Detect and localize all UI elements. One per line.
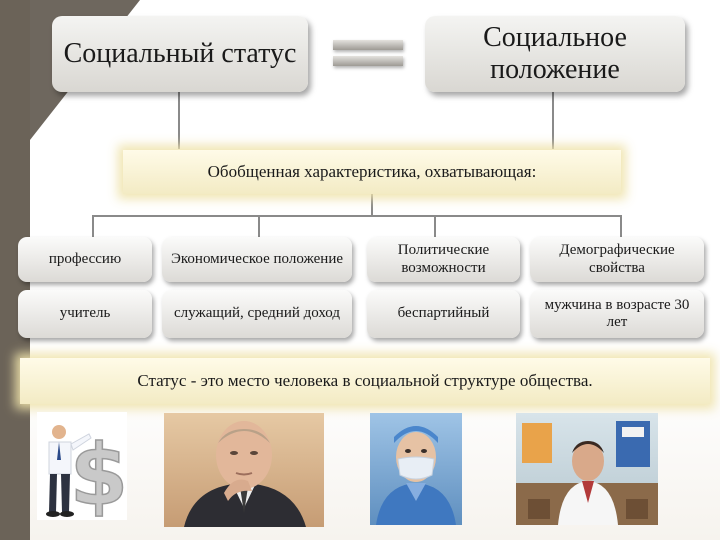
cell-nonpartisan: беспартийный <box>367 290 520 338</box>
cell-demographic-text: Демографические свойства <box>536 242 698 277</box>
cell-man-30: мужчина в возрасте 30 лет <box>530 290 704 338</box>
cell-economic: Экономическое положение <box>162 237 352 282</box>
cell-employee: служащий, средний доход <box>162 290 352 338</box>
cell-demographic: Демографические свойства <box>530 237 704 282</box>
photo-man-portrait <box>164 413 324 527</box>
doctor-image <box>370 413 462 525</box>
cell-political: Политические возможности <box>367 237 520 282</box>
connector-horizontal <box>92 215 622 217</box>
classroom-image <box>516 413 658 525</box>
connector-left <box>178 92 180 149</box>
cell-teacher: учитель <box>18 290 152 338</box>
social-position-label: Социальное положение <box>425 22 685 86</box>
connector-col2 <box>258 215 260 237</box>
cell-profession: профессию <box>18 237 152 282</box>
social-status-label: Социальный статус <box>64 38 297 70</box>
equals-sign <box>333 38 403 68</box>
photo-man-classroom <box>516 413 658 525</box>
definition-banner: Статус - это место человека в социальной… <box>20 358 710 404</box>
connector-col1 <box>92 215 94 237</box>
cell-man-30-text: мужчина в возрасте 30 лет <box>536 297 698 332</box>
cell-profession-text: профессию <box>49 251 121 268</box>
social-position-box: Социальное положение <box>425 16 685 92</box>
man-portrait-image <box>164 413 324 527</box>
photo-businessman: $ <box>37 412 127 520</box>
cell-economic-text: Экономическое положение <box>171 251 343 268</box>
businessman-dollar-image: $ <box>37 412 127 520</box>
cell-employee-text: служащий, средний доход <box>174 305 340 322</box>
connector-col4 <box>620 215 622 237</box>
cell-political-text: Политические возможности <box>373 242 514 277</box>
connector-center <box>371 194 373 216</box>
connector-col3 <box>434 215 436 237</box>
subtitle-banner: Обобщенная характеристика, охватывающая: <box>123 150 621 194</box>
photo-doctor <box>370 413 462 525</box>
cell-teacher-text: учитель <box>60 305 111 322</box>
connector-right <box>552 92 554 149</box>
subtitle-text: Обобщенная характеристика, охватывающая: <box>208 162 537 182</box>
definition-text: Статус - это место человека в социальной… <box>137 371 592 391</box>
social-status-box: Социальный статус <box>52 16 308 92</box>
cell-nonpartisan-text: беспартийный <box>398 305 490 322</box>
